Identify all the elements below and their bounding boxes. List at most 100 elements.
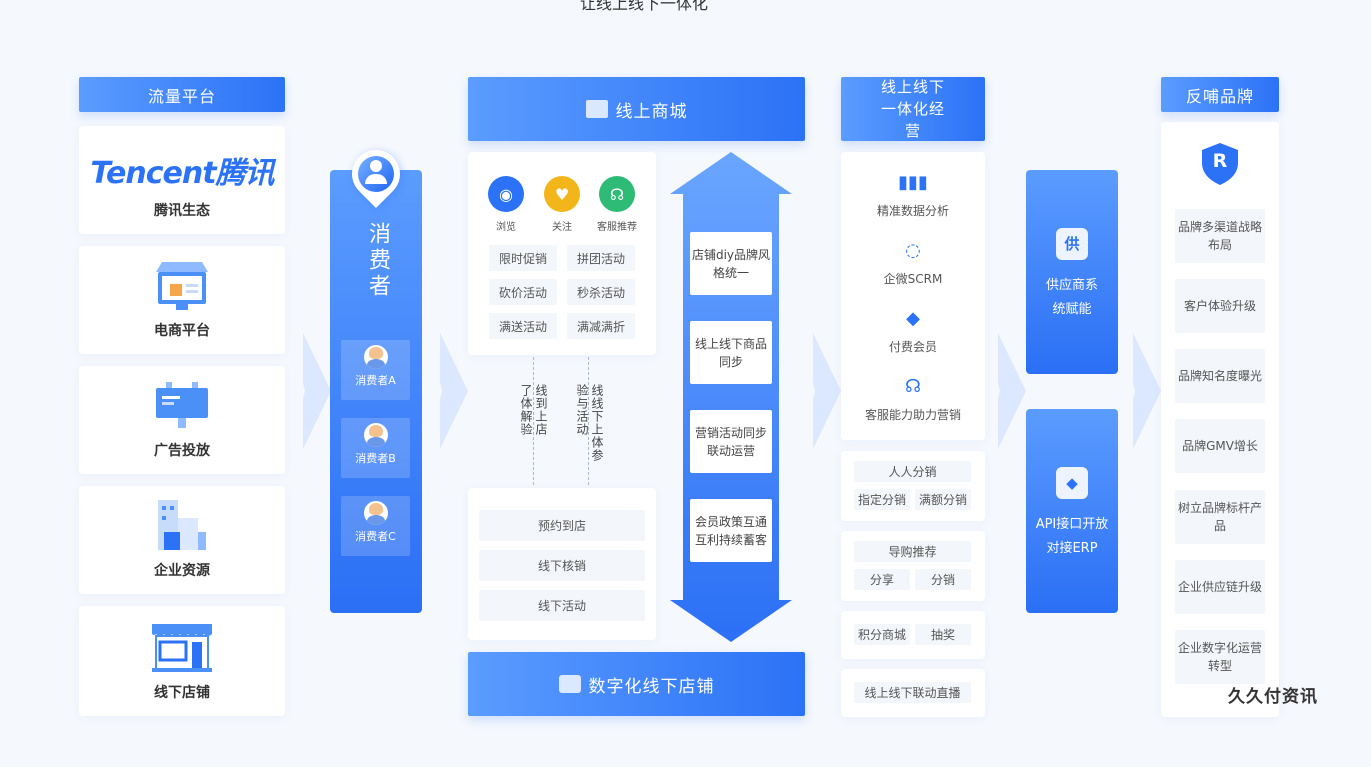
source-card-ads: 广告投放 <box>79 366 285 474</box>
mall-icon-follow: ♥ 关注 <box>540 176 584 233</box>
avatar <box>363 423 388 447</box>
source-label: 腾讯生态 <box>154 203 210 219</box>
operation-tag: 导购推荐 <box>854 541 971 562</box>
offline-item: 线下活动 <box>479 590 645 621</box>
brand-item: 企业数字化运营转型 <box>1175 630 1265 684</box>
brand-item: 客户体验升级 <box>1175 279 1265 333</box>
flow-chevron <box>428 333 468 449</box>
brand-item: 品牌知名度曝光 <box>1175 349 1265 403</box>
consumer-label: 消费者B <box>355 452 396 465</box>
monitor-icon <box>585 100 608 118</box>
billboard-icon <box>156 382 208 428</box>
sync-card: 营销活动同步联动运营 <box>690 410 772 473</box>
operation-item: ◆ 付费会员 <box>841 308 985 355</box>
watermark: 久久付资讯 <box>1228 687 1318 707</box>
digital-store-header: 数字化线下店铺 <box>468 652 805 716</box>
source-card-enterprise: 企业资源 <box>79 486 285 594</box>
operation-label: 客服能力助力营销 <box>864 408 961 422</box>
consumer-item: 消费者B <box>341 418 410 478</box>
consumer-item: 消费者C <box>341 496 410 556</box>
source-label: 电商平台 <box>154 323 210 339</box>
offline-item: 预约到店 <box>479 510 645 541</box>
source-label: 线下店铺 <box>154 685 210 701</box>
supply-label: 供应商系统赋能 <box>1045 278 1098 317</box>
sync-card: 店铺diy品牌风格统一 <box>690 232 772 295</box>
brand-item: 企业供应链升级 <box>1175 560 1265 614</box>
icon-label: 浏览 <box>496 222 516 233</box>
brand-logo-letter: R <box>1212 150 1228 172</box>
diamond-icon: ◆ <box>906 308 920 329</box>
operation-tag: 指定分销 <box>854 489 910 510</box>
operation-tag: 抽奖 <box>915 624 971 645</box>
online-mall-title: 线上商城 <box>615 101 688 122</box>
operation-panel <box>841 152 985 440</box>
digital-store-title: 数字化线下店铺 <box>588 676 715 697</box>
mall-icon-service: ☊ 客服推荐 <box>590 176 644 233</box>
building-icon <box>158 500 206 550</box>
supply-card: ◆ API接口开放对接ERP <box>1026 409 1118 613</box>
avatar <box>363 345 388 369</box>
operation-item: ▮▮▮ 精准数据分析 <box>841 172 985 219</box>
operation-item: ◌ 企微SCRM <box>841 240 985 287</box>
operation-tag: 积分商城 <box>854 624 910 645</box>
bar-chart-icon: ▮▮▮ <box>898 172 928 193</box>
brand-item: 品牌GMV增长 <box>1175 419 1265 473</box>
sync-card: 会员政策互通互利持续蓄客 <box>690 499 772 562</box>
avatar <box>363 501 388 525</box>
online-mall-header: 线上商城 <box>468 77 805 141</box>
headset-icon: ☊ <box>905 376 921 397</box>
consumer-title: 消费者 <box>365 222 390 300</box>
user-pin-body <box>365 174 387 184</box>
mall-tag: 满送活动 <box>489 313 557 339</box>
tencent-logo: Tencent腾讯 <box>90 156 274 191</box>
eye-icon: ◉ <box>488 176 524 212</box>
supply-label: API接口开放对接ERP <box>1035 517 1109 556</box>
brand-item: 品牌多渠道战略布局 <box>1175 209 1265 263</box>
top-caption: 让线上线下一体化 <box>580 0 709 13</box>
flow-dashed-line <box>533 357 534 485</box>
brand-header: 反哺品牌 <box>1161 77 1279 112</box>
sources-header: 流量平台 <box>79 77 285 112</box>
sync-card: 线上线下商品同步 <box>690 321 772 384</box>
mall-tag: 砍价活动 <box>489 279 557 305</box>
online-to-store-text: 线到上店了体解验 <box>519 384 548 436</box>
supply-card: 供 供应商系统赋能 <box>1026 170 1118 374</box>
user-pin-head <box>370 160 382 172</box>
icon-label: 关注 <box>552 222 572 233</box>
operation-tag: 满额分销 <box>915 489 971 510</box>
store-icon <box>558 675 581 693</box>
flow-chevron <box>986 333 1026 449</box>
api-tag-icon: ◆ <box>1056 467 1088 499</box>
storefront-icon <box>152 624 212 672</box>
offline-to-online-text: 线线下上体参验与活动 <box>575 384 604 462</box>
supplier-icon: 供 <box>1056 228 1088 260</box>
flow-dashed-line <box>588 357 589 485</box>
source-card-ecommerce: 电商平台 <box>79 246 285 354</box>
brand-item: 树立品牌标杆产品 <box>1175 490 1265 544</box>
flow-chevron <box>1121 333 1161 449</box>
double-arrow-icon <box>670 152 792 642</box>
mall-tag: 拼团活动 <box>567 245 635 271</box>
operation-item: ☊ 客服能力助力营销 <box>841 376 985 423</box>
offline-item: 线下核销 <box>479 550 645 581</box>
operation-tag: 线上线下联动直播 <box>854 682 971 703</box>
operation-tag: 人人分销 <box>854 461 971 482</box>
source-label: 广告投放 <box>154 443 210 459</box>
mall-tag: 秒杀活动 <box>567 279 635 305</box>
operation-label: 付费会员 <box>888 340 937 354</box>
consumer-label: 消费者C <box>355 530 396 543</box>
mall-tag: 限时促销 <box>489 245 557 271</box>
operation-header: 线上线下一体化经营 <box>841 77 985 141</box>
brand-shield-icon <box>1202 143 1238 185</box>
source-card-tencent: Tencent腾讯 腾讯生态 <box>79 126 285 234</box>
chat-icon: ◌ <box>905 240 921 261</box>
source-label: 企业资源 <box>154 563 210 579</box>
consumer-label: 消费者A <box>355 374 396 387</box>
icon-label: 客服推荐 <box>597 222 637 233</box>
operation-label: 企微SCRM <box>883 272 943 286</box>
flow-chevron <box>291 333 331 449</box>
headset-icon: ☊ <box>599 176 635 212</box>
consumer-item: 消费者A <box>341 340 410 400</box>
source-card-store: 线下店铺 <box>79 606 285 716</box>
operation-label: 精准数据分析 <box>876 204 949 218</box>
